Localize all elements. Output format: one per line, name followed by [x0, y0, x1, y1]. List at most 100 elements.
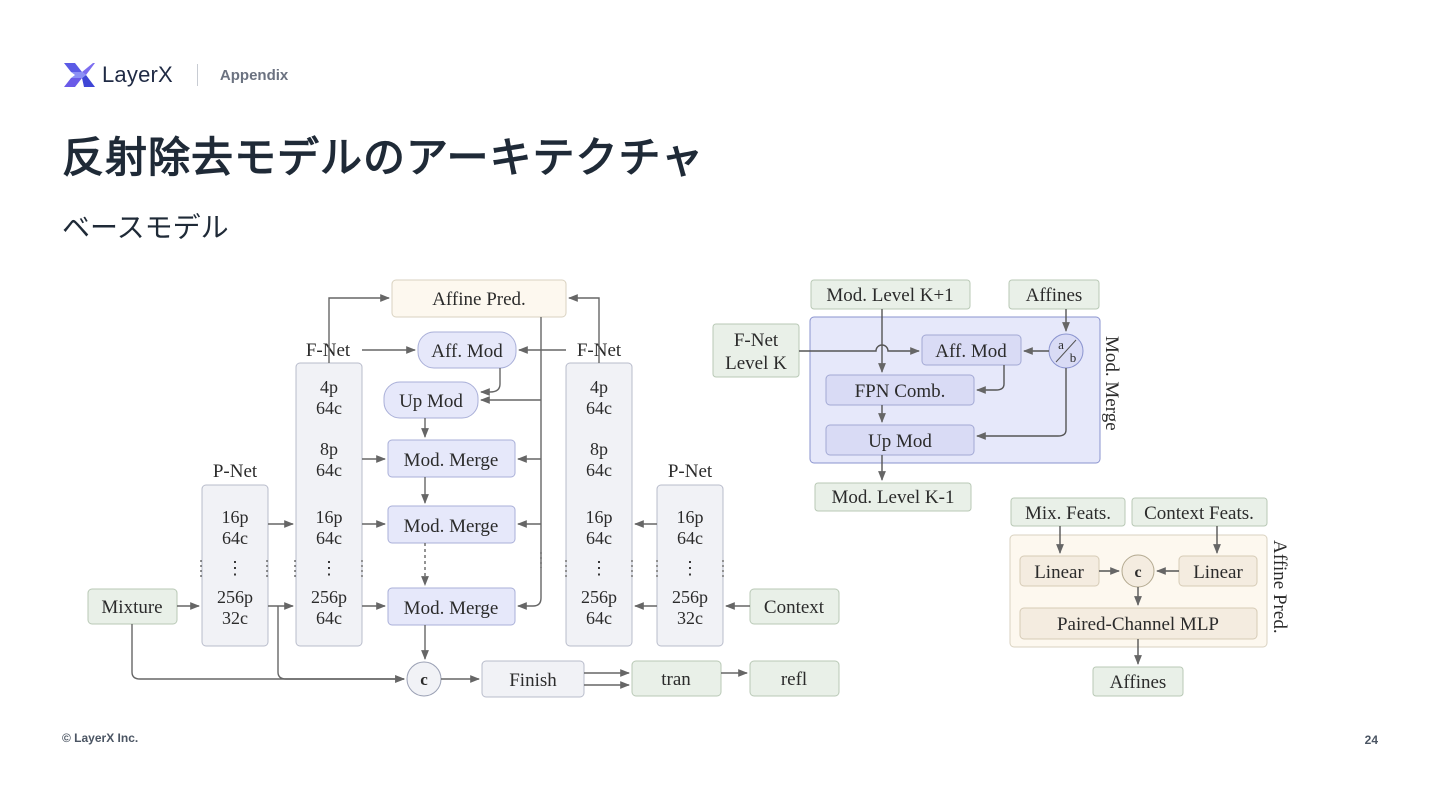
cell-label: 8p [320, 439, 338, 459]
tran-label: tran [661, 669, 691, 690]
mod-level-down-label: Mod. Level K-1 [832, 487, 955, 508]
context-label: Context [764, 597, 825, 618]
fpn-comb-box: FPN Comb. [825, 374, 975, 406]
ab-node: a b [1048, 333, 1084, 369]
linear-right-label: Linear [1193, 562, 1243, 583]
cell-label: 256p [311, 587, 347, 607]
pnet-right-column: 16p 64c ⋮ 256p 32c [656, 484, 724, 647]
cell-label: 64c [316, 608, 342, 628]
ap-affines-box: Affines [1092, 666, 1184, 697]
ap-affines-label: Affines [1110, 672, 1167, 693]
cell-label: 256p [672, 587, 708, 607]
mm-aff-mod-label: Aff. Mod [935, 341, 1007, 362]
fnet-left-column: 4p 64c 8p 64c 16p 64c ⋮ 256p 64c [295, 362, 363, 647]
pnet-right-title: P-Net [668, 461, 713, 482]
mm-affines-label: Affines [1026, 285, 1083, 306]
mixture-label: Mixture [101, 597, 162, 618]
up-mod-box: Up Mod [383, 381, 479, 419]
affine-pred-connectors [1056, 526, 1221, 665]
page-number: 24 [1364, 733, 1378, 747]
concat-node: c [406, 661, 442, 697]
refl-label: refl [781, 669, 807, 690]
context-feats-label: Context Feats. [1144, 503, 1254, 524]
ap-concat-label: c [1134, 564, 1141, 581]
cell-label: 32c [677, 608, 703, 628]
fpn-comb-label: FPN Comb. [855, 381, 946, 402]
mod-merge-label: Mod. Merge [404, 516, 499, 537]
cell-label: 64c [316, 460, 342, 480]
copyright: © LayerX Inc. [62, 731, 139, 745]
cell-label: 64c [222, 528, 248, 548]
mm-up-mod-label: Up Mod [868, 431, 932, 452]
cell-label: 16p [586, 507, 613, 527]
header: LayerX Appendix [62, 60, 288, 90]
up-mod-label: Up Mod [399, 391, 463, 412]
fnet-right-column: 4p 64c 8p 64c 16p 64c ⋮ 256p 64c [565, 362, 633, 647]
mod-level-down-box: Mod. Level K-1 [814, 482, 972, 512]
affine-pred-box: Affine Pred. [391, 279, 567, 318]
linear-right-box: Linear [1178, 555, 1258, 587]
cell-label: 256p [581, 587, 617, 607]
mix-feats-label: Mix. Feats. [1025, 503, 1111, 524]
cell-label: 64c [677, 528, 703, 548]
mlp-label: Paired-Channel MLP [1057, 614, 1219, 635]
page-subtitle: ベースモデル [62, 211, 229, 244]
aff-mod-box: Aff. Mod [417, 331, 517, 369]
mod-merge-label: Mod. Merge [404, 598, 499, 619]
aff-mod-label: Aff. Mod [431, 341, 503, 362]
ap-concat-node: c [1121, 554, 1155, 588]
mod-merge-box-1: Mod. Merge [387, 439, 516, 478]
page-title: 反射除去モデルのアーキテクチャ [62, 133, 705, 182]
layerx-logo-icon [64, 63, 95, 87]
affine-pred-side-label: Affine Pred. [1269, 540, 1290, 634]
mod-level-up-label: Mod. Level K+1 [826, 285, 953, 306]
fnet-level-label: F-Net [734, 330, 779, 351]
mod-level-up-box: Mod. Level K+1 [810, 279, 971, 310]
cell-label: 256p [217, 587, 253, 607]
context-feats-box: Context Feats. [1131, 497, 1268, 527]
cell-label: 16p [222, 507, 249, 527]
mm-affines-box: Affines [1008, 279, 1100, 310]
tran-box: tran [631, 660, 722, 697]
cell-label: 64c [316, 528, 342, 548]
brand-name: LayerX [102, 62, 173, 87]
cell-label: 16p [677, 507, 704, 527]
cell-label: 64c [316, 398, 342, 418]
mix-feats-box: Mix. Feats. [1010, 497, 1126, 527]
fnet-level-label: Level K [725, 353, 787, 374]
cell-label: 64c [586, 528, 612, 548]
finish-box: Finish [481, 660, 585, 698]
cell-label: 64c [586, 460, 612, 480]
mlp-box: Paired-Channel MLP [1019, 607, 1258, 640]
refl-box: refl [749, 660, 840, 697]
left-diagram-connectors [131, 294, 750, 689]
cell-label: 8p [590, 439, 608, 459]
cell-label: 4p [590, 377, 608, 397]
pnet-left-column: 16p 64c ⋮ 256p 32c [201, 484, 269, 647]
ab-bottom-label: b [1070, 350, 1077, 365]
ellipsis: ⋮ [320, 558, 338, 578]
ellipsis: ⋮ [681, 558, 699, 578]
mod-merge-box-3: Mod. Merge [387, 587, 516, 626]
finish-label: Finish [509, 670, 557, 691]
mixture-box: Mixture [87, 588, 178, 625]
section-label: Appendix [219, 66, 289, 84]
linear-left-label: Linear [1034, 562, 1084, 583]
mod-merge-label: Mod. Merge [404, 450, 499, 471]
mod-merge-connectors [799, 309, 1070, 481]
concat-label: c [420, 670, 428, 689]
mm-aff-mod-box: Aff. Mod [921, 334, 1022, 366]
affine-pred-label: Affine Pred. [432, 289, 526, 310]
cell-label: 32c [222, 608, 248, 628]
cell-label: 16p [316, 507, 343, 527]
header-divider [196, 64, 198, 86]
mod-merge-box-2: Mod. Merge [387, 505, 516, 544]
ellipsis: ⋮ [590, 558, 608, 578]
linear-left-box: Linear [1019, 555, 1100, 587]
context-box: Context [749, 588, 840, 625]
pnet-left-title: P-Net [213, 461, 258, 482]
ab-top-label: a [1058, 337, 1064, 352]
ellipsis: ⋮ [226, 558, 244, 578]
mod-merge-side-label: Mod. Merge [1101, 336, 1122, 431]
